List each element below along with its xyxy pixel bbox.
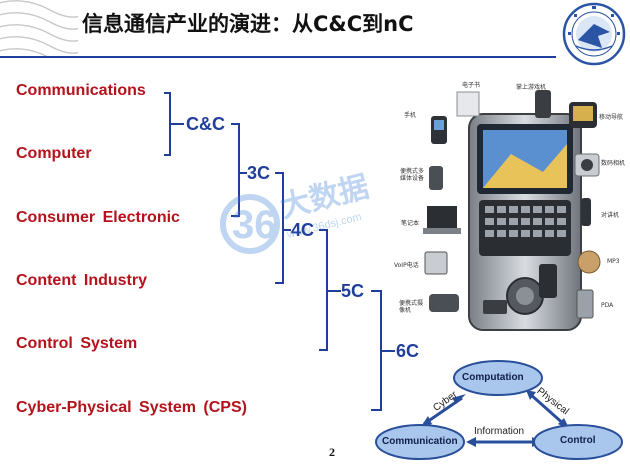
term-communications: Communications [16,82,146,99]
page-title: 信息通信产业的演进：从C&C到nC [82,12,414,36]
edge-information: Information [474,426,525,437]
label-walkie-talkie: 对讲机 [601,212,620,219]
stage-5c: 5C [341,281,365,301]
term-content-industry: Content Industry [16,272,147,289]
watermark-number: 36 [232,203,277,247]
label-notebook: 笔记本 [401,220,420,227]
cps-diagram-graphic [375,360,623,460]
university-seal-logo [562,2,626,66]
device-collage-graphic [423,90,601,331]
label-handheld-game: 掌上游戏机 [516,84,547,91]
label-voip-phone: VoIP电话 [394,262,419,269]
cps-diagram: Computation Communication Control Cyber … [370,352,630,468]
label-pda: PDA [601,302,614,309]
term-cyber-physical-system: Cyber-Physical System (CPS) [16,399,247,416]
device-convergence-photo: 电子书 掌上游戏机 手机 移动导航 便携式多 媒体设备 数码相机 笔记本 对讲机… [393,74,630,336]
stage-c-and-c: C&C [186,114,225,134]
label-camcorder: 便携式摄 像机 [399,300,424,314]
title-divider [0,56,556,58]
label-car-nav: 移动导航 [599,114,624,121]
label-mobile-phone: 手机 [404,112,417,119]
label-ebook: 电子书 [462,82,481,89]
label-portable-media: 便携式多 媒体设备 [400,168,425,182]
page-number: 2 [329,445,335,459]
stage-4c: 4C [291,220,315,240]
node-computation: Computation [462,372,524,383]
corner-pattern-decoration [0,0,78,58]
term-consumer-electronic: Consumer Electronic [16,209,180,226]
label-mp3: MP3 [607,258,620,265]
stage-6c: 6C [396,341,420,361]
node-communication: Communication [382,436,458,447]
term-control-system: Control System [16,335,138,352]
node-control: Control [560,435,596,446]
watermark-36dsj: 36 大数据 www.36dsj.com [220,169,372,254]
term-computer: Computer [16,145,92,162]
stage-3c: 3C [247,163,271,183]
label-digital-camera: 数码相机 [601,160,626,167]
